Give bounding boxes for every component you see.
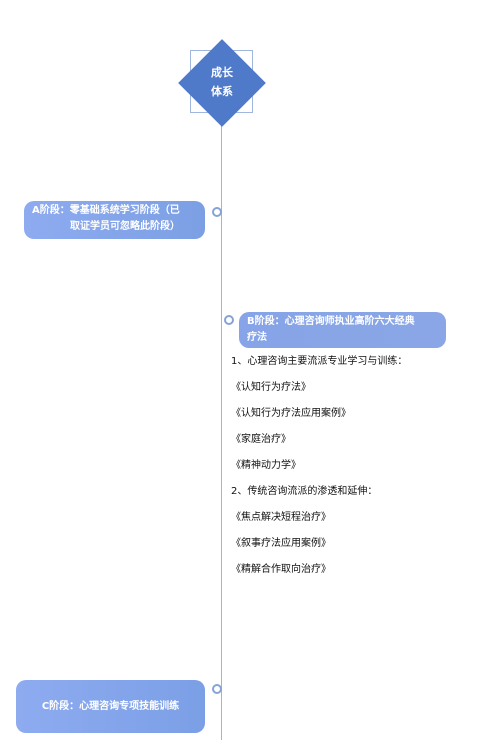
root-node-label: 成长 体系: [190, 60, 254, 104]
stage-a-connector-dot: [212, 207, 222, 217]
stage-b-item: 《精解合作取向治疗》: [231, 564, 331, 575]
root-node-label-line2: 体系: [211, 85, 233, 98]
stage-c-node[interactable]: C阶段：心理咨询专项技能训练: [16, 680, 205, 733]
stage-c-label: C阶段：心理咨询专项技能训练: [41, 700, 180, 712]
stage-a-label-line1: A阶段：零基础系统学习阶段（已: [32, 205, 180, 216]
stage-a-node[interactable]: A阶段：零基础系统学习阶段（已 取证学员可忽略此阶段）: [24, 201, 205, 239]
stage-b-item: 《焦点解决短程治疗》: [231, 512, 331, 523]
stage-b-item: 1、心理咨询主要流派专业学习与训练：: [231, 356, 408, 367]
stage-b-label-line2: 疗法: [247, 332, 267, 343]
stage-c-connector-dot: [212, 684, 222, 694]
stage-b-label-line1: B阶段：心理咨询师执业高阶六大经典: [247, 316, 415, 327]
stage-b-item: 2、传统咨询流派的渗透和延伸：: [231, 486, 378, 497]
root-node-label-line1: 成长: [211, 66, 233, 79]
stage-a-label-line2: 取证学员可忽略此阶段）: [70, 221, 180, 232]
stage-b-item: 《家庭治疗》: [231, 434, 291, 445]
stage-b-item: 《认知行为疗法应用案例》: [231, 408, 351, 419]
stage-b-items: 1、心理咨询主要流派专业学习与训练： 《认知行为疗法》 《认知行为疗法应用案例》…: [231, 352, 407, 586]
stage-b-item: 《认知行为疗法》: [231, 382, 311, 393]
stage-b-connector-dot: [224, 315, 234, 325]
stage-b-item: 《精神动力学》: [231, 460, 301, 471]
stage-b-item: 《叙事疗法应用案例》: [231, 538, 331, 549]
timeline-line: [221, 125, 222, 740]
stage-b-node[interactable]: B阶段：心理咨询师执业高阶六大经典 疗法: [239, 312, 446, 348]
